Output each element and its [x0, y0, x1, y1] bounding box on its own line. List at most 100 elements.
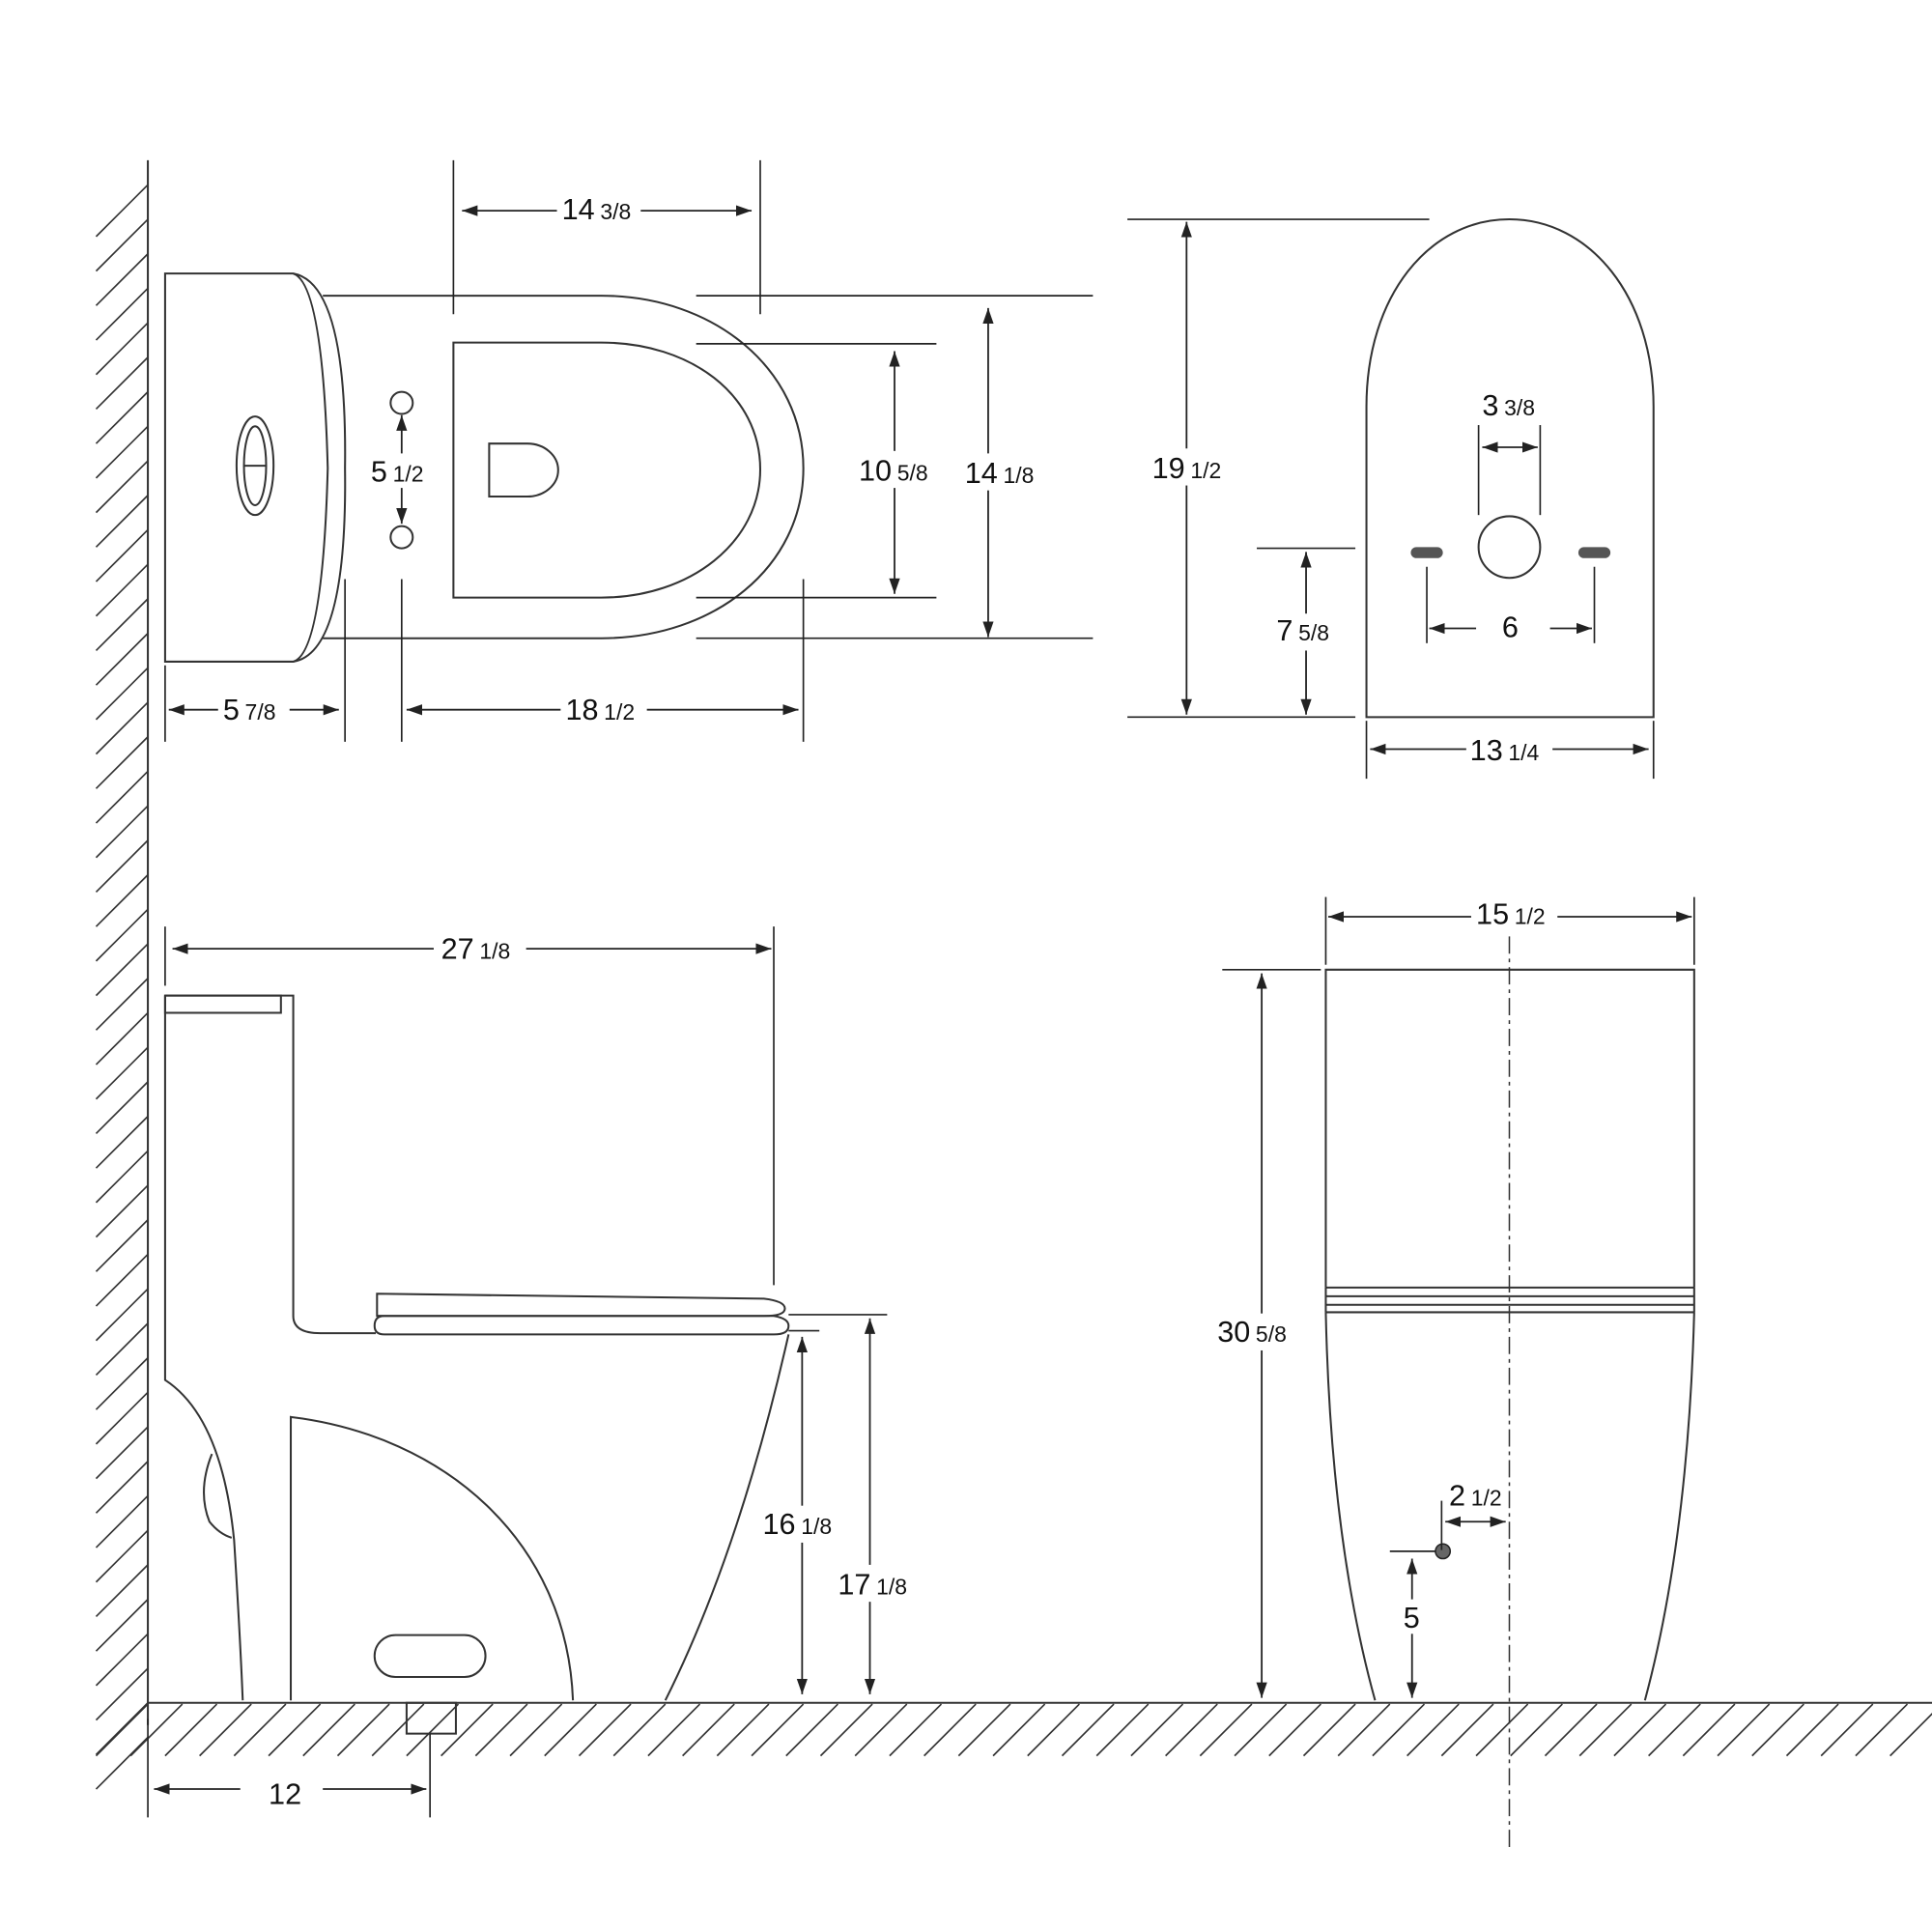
side-view: 27 1/8 16 1/8 17 1/8 12 [147, 926, 917, 1818]
seat-outline [452, 341, 762, 599]
floor-hatch [1302, 1703, 1356, 1757]
floor-hatch [129, 1703, 184, 1757]
dim-seat-hole-spacing: 5 1/2 [371, 456, 424, 489]
wall-hatch [95, 633, 149, 686]
bowl-outline [323, 295, 805, 639]
wall-hatch [95, 1357, 149, 1410]
floor-hatch [233, 1703, 287, 1757]
floor-hatch [923, 1703, 977, 1757]
drain-opening [488, 442, 559, 498]
floor-hatch [1268, 1703, 1321, 1757]
floor-hatch [785, 1703, 838, 1757]
wall-hatch [95, 736, 149, 789]
floor-hatch [957, 1703, 1011, 1757]
wall-hatch [95, 1702, 149, 1755]
floor-hatch [406, 1703, 460, 1757]
dim-hole-to-front: 18 1/2 [565, 694, 635, 726]
dim-outlet-diameter: 3 3/8 [1482, 389, 1535, 422]
floor-hatch [1130, 1703, 1184, 1757]
floor-hatch [1234, 1703, 1288, 1757]
bowl-front [1324, 1312, 1377, 1701]
floor-hatch [1717, 1703, 1771, 1757]
bolt-slot [1410, 547, 1443, 558]
floor-hatch [1475, 1703, 1529, 1757]
wall-hatch [95, 322, 149, 376]
dim-tank-depth: 5 7/8 [223, 694, 276, 726]
wall-hatch [95, 1219, 149, 1272]
floor-hatch [1510, 1703, 1563, 1757]
wall-hatch [95, 184, 149, 238]
flush-button [235, 415, 275, 517]
wall-hatch [95, 1461, 149, 1514]
floor-hatch [1372, 1703, 1426, 1757]
floor-hatch [1578, 1703, 1633, 1757]
wall-hatch [95, 391, 149, 444]
floor-hatch [1544, 1703, 1598, 1757]
top-view: 14 3/8 10 5/8 14 1/8 5 1/2 5 7/8 18 1/2 [163, 159, 1094, 742]
wall-hatch [95, 1322, 149, 1377]
seat-hole [389, 390, 414, 415]
dim-bowl-height: 16 1/8 [763, 1508, 833, 1541]
water-supply-point [1435, 1543, 1452, 1560]
floor-hatch [95, 1703, 149, 1757]
floor-hatch [474, 1703, 528, 1757]
floor-hatch [1061, 1703, 1115, 1757]
floor-hatch [992, 1703, 1046, 1757]
dim-front-width: 15 1/2 [1476, 898, 1546, 931]
floor-hatch [1855, 1703, 1909, 1757]
wall-hatch [95, 908, 149, 962]
wall-hatch [95, 1633, 149, 1687]
wall-hatch [95, 943, 149, 997]
wall-hatch [95, 1391, 149, 1445]
floor-hatch [1889, 1713, 1932, 1757]
floor-hatch [1682, 1703, 1736, 1757]
floor-hatch [544, 1703, 597, 1757]
dim-supply-offset: 2 1/2 [1449, 1480, 1502, 1513]
wall-hatch [95, 1046, 149, 1100]
wall-hatch [95, 770, 149, 824]
dim-overall-length: 27 1/8 [441, 932, 511, 965]
toilet-side-outline [164, 994, 377, 1335]
floor-hatch [716, 1703, 770, 1757]
wall-hatch [95, 218, 149, 272]
dim-overall-height: 30 5/8 [1217, 1316, 1287, 1349]
floor-hatch [1648, 1703, 1701, 1757]
floor [95, 1701, 1932, 1757]
wall-hatch [95, 701, 149, 755]
wall-hatch [95, 839, 149, 894]
floor-hatch [199, 1703, 252, 1757]
dim-bolt-height: 7 5/8 [1276, 614, 1329, 647]
tank-top [163, 272, 347, 663]
floor-hatch [302, 1703, 355, 1757]
wall-hatch [95, 1736, 149, 1790]
floor-hatch [1165, 1703, 1218, 1757]
floor-hatch [854, 1703, 908, 1757]
wall-hatch [95, 1529, 149, 1583]
wall-hatch [95, 1426, 149, 1480]
wall-hatch [95, 460, 149, 514]
wall-hatch [95, 1116, 149, 1169]
dim-bowl-length: 14 3/8 [562, 193, 632, 226]
wall-hatch [95, 1494, 149, 1548]
wall-hatch [95, 253, 149, 306]
wall-hatch [95, 528, 149, 582]
floor-hatch [682, 1703, 735, 1757]
wall-hatch [95, 1011, 149, 1065]
wall-hatch [95, 1150, 149, 1204]
floor-hatch [1199, 1703, 1253, 1757]
floor-hatch [1820, 1703, 1874, 1757]
bottom-view: 19 1/2 3 3/8 7 5/8 6 13 1/4 [1127, 218, 1655, 780]
floor-hatch [1613, 1703, 1667, 1757]
dim-rough-in: 12 [269, 1777, 301, 1810]
wall-hatch [95, 563, 149, 617]
wall-hatch [95, 1599, 149, 1652]
dim-supply-height: 5 [1404, 1602, 1420, 1634]
front-view: 15 1/2 30 5/8 2 1/2 5 [1213, 896, 1695, 1849]
floor-hatch [1095, 1703, 1150, 1757]
dim-bowl-width: 14 1/8 [965, 457, 1035, 490]
floor-hatch [1406, 1703, 1460, 1757]
wall-hatch [95, 495, 149, 548]
dim-bolt-spacing: 6 [1502, 611, 1519, 643]
floor-hatch [336, 1703, 390, 1757]
